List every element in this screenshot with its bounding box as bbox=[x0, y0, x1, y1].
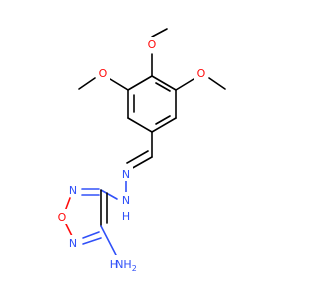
c-to-amine-bond bbox=[100, 225, 118, 258]
nh-to-oxadiazole-bond bbox=[100, 189, 118, 200]
right-aryl-oxygen-bond bbox=[175, 78, 195, 91]
ring-bond-4 bbox=[127, 117, 153, 133]
oxadiazole-n1-label: N bbox=[69, 184, 77, 197]
right-oxygen-label: O bbox=[197, 67, 206, 80]
hydrazone-h-label: H bbox=[122, 210, 130, 223]
molecule-diagram: O O O N N H N O N NH2 H bbox=[55, 28, 226, 273]
left-aryl-oxygen-bond bbox=[109, 78, 129, 91]
methoxy-groups bbox=[78, 28, 226, 91]
hydrazone-n2-label: N bbox=[122, 194, 130, 207]
amine-label: NH2 bbox=[115, 258, 137, 273]
oxadiazole-n2-label: N bbox=[69, 237, 77, 250]
atom-labels: O O O N N H N O N NH2 H bbox=[55, 37, 208, 273]
lower-n-c-double-bond-inner bbox=[82, 237, 102, 245]
hydrazone-chain bbox=[100, 131, 153, 200]
ring-bond-6 bbox=[127, 75, 153, 91]
amine-nh-label: NH bbox=[115, 258, 132, 271]
hydrazone-n1-label: N bbox=[122, 168, 130, 181]
ring-bond-3 bbox=[151, 117, 177, 133]
benzene-ring bbox=[127, 75, 177, 133]
amine-subscript-label: 2 bbox=[132, 264, 137, 273]
left-oxygen-methyl-bond bbox=[78, 77, 96, 90]
oxadiazole-oxygen-label: O bbox=[58, 211, 67, 224]
ring-double-bond-1 bbox=[155, 82, 171, 92]
top-oxygen-methyl-bond bbox=[151, 28, 168, 38]
oxadiazole-ring bbox=[63, 188, 118, 258]
ring-double-bond-2 bbox=[155, 115, 171, 125]
lower-n-c-double-bond bbox=[82, 231, 100, 239]
molecule-svg: O O O N N H N O N NH2 H bbox=[55, 28, 226, 273]
ring-bond-1 bbox=[151, 75, 177, 91]
left-oxygen-label: O bbox=[99, 67, 108, 80]
top-oxygen-label: O bbox=[148, 38, 157, 51]
amine-h-prefix-label: H bbox=[110, 258, 118, 271]
imine-double-bond-inner bbox=[126, 150, 149, 164]
right-oxygen-methyl-bond bbox=[208, 77, 226, 90]
